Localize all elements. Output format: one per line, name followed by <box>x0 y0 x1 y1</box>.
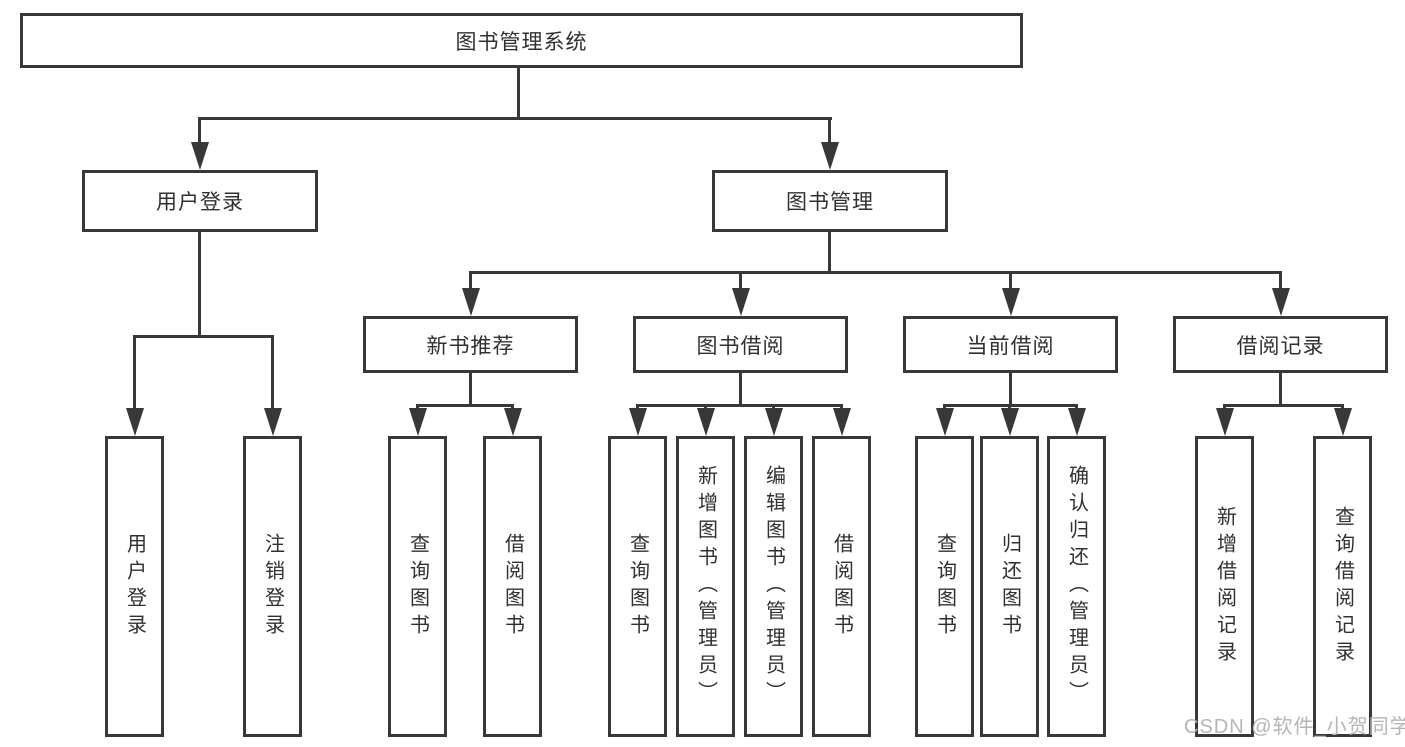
node-label: 查询图书 <box>626 532 649 641</box>
arrow-down-icon <box>191 142 209 170</box>
arrow-down-icon <box>126 408 144 436</box>
node-label: 借阅图书 <box>501 532 524 641</box>
node-library-management-system: 图书管理系统 <box>20 13 1023 68</box>
node-label: 查询图书 <box>406 532 429 641</box>
connector-line <box>133 335 274 338</box>
node-label: 查询借阅记录 <box>1331 505 1354 668</box>
node-label: 确认归还（管理员） <box>1065 465 1088 708</box>
connector-line <box>511 404 514 411</box>
node-logout: 注销登录 <box>243 436 302 737</box>
connector-line <box>1341 404 1344 411</box>
node-label: 新增图书（管理员） <box>694 465 717 708</box>
connector-line <box>271 335 274 410</box>
connector-line <box>704 404 707 411</box>
arrow-down-icon <box>833 408 851 436</box>
connector-line <box>1279 271 1282 291</box>
node-return-books: 归还图书 <box>980 436 1039 737</box>
arrow-down-icon <box>821 142 839 170</box>
node-label: 用户登录 <box>123 532 146 641</box>
node-label: 图书管理 <box>786 191 874 214</box>
arrow-down-icon <box>936 408 954 436</box>
arrow-down-icon <box>1002 288 1020 316</box>
connector-line <box>1008 404 1011 411</box>
arrow-down-icon <box>732 288 750 316</box>
node-label: 图书管理系统 <box>455 30 588 54</box>
node-book-borrowing: 图书借阅 <box>633 316 848 373</box>
arrow-down-icon <box>264 408 282 436</box>
connector-line <box>469 271 472 291</box>
connector-line <box>416 404 514 407</box>
node-label: 图书借阅 <box>696 334 785 358</box>
node-query-borrowing-record: 查询借阅记录 <box>1313 436 1372 737</box>
arrow-down-icon <box>1216 408 1234 436</box>
node-book-management: 图书管理 <box>712 170 948 232</box>
node-borrowing-records: 借阅记录 <box>1173 316 1388 373</box>
connector-line <box>943 404 946 411</box>
connector-line <box>828 232 831 274</box>
node-label: 注销登录 <box>261 532 284 641</box>
connector-line <box>828 117 831 144</box>
arrow-down-icon <box>462 288 480 316</box>
node-current-borrowing: 当前借阅 <box>903 316 1118 373</box>
connector-line <box>1009 373 1012 405</box>
node-query-books: 查询图书 <box>388 436 447 737</box>
node-label: 新书推荐 <box>426 334 515 358</box>
node-edit-books-admin: 编辑图书（管理员） <box>744 436 803 737</box>
connector-line <box>1075 404 1078 411</box>
node-label: 当前借阅 <box>966 334 1055 358</box>
arrow-down-icon <box>1068 408 1086 436</box>
connector-line <box>636 404 639 411</box>
node-confirm-return-admin: 确认归还（管理员） <box>1047 436 1106 737</box>
connector-line <box>1279 373 1282 405</box>
connector-line <box>739 373 742 405</box>
arrow-down-icon <box>697 408 715 436</box>
node-borrow-books: 借阅图书 <box>483 436 542 737</box>
node-user-login-group: 用户登录 <box>82 170 318 232</box>
node-add-books-admin: 新增图书（管理员） <box>676 436 735 737</box>
connector-line <box>517 68 520 120</box>
arrow-down-icon <box>1334 408 1352 436</box>
connector-line <box>198 232 201 338</box>
connector-line <box>772 404 775 411</box>
arrow-down-icon <box>629 408 647 436</box>
node-label: 借阅图书 <box>830 532 853 641</box>
node-label: 用户登录 <box>156 191 244 214</box>
arrow-down-icon <box>504 408 522 436</box>
connector-line <box>133 335 136 410</box>
node-label: 编辑图书（管理员） <box>762 465 785 708</box>
node-label: 新增借阅记录 <box>1213 505 1236 668</box>
connector-line <box>1223 404 1343 407</box>
connector-line <box>469 271 1282 274</box>
node-label: 归还图书 <box>998 532 1021 641</box>
node-label: 查询图书 <box>933 532 956 641</box>
connector-line <box>739 271 742 291</box>
node-user-login: 用户登录 <box>105 436 164 737</box>
connector-line <box>198 117 832 120</box>
connector-line <box>1223 404 1226 411</box>
node-new-book-recommendation: 新书推荐 <box>363 316 578 373</box>
node-query-books: 查询图书 <box>915 436 974 737</box>
node-query-books: 查询图书 <box>608 436 667 737</box>
arrow-down-icon <box>765 408 783 436</box>
connector-line <box>469 373 472 405</box>
connector-line <box>636 404 843 407</box>
connector-line <box>840 404 843 411</box>
node-add-borrowing-record: 新增借阅记录 <box>1195 436 1254 737</box>
node-borrow-books: 借阅图书 <box>812 436 871 737</box>
arrow-down-icon <box>1272 288 1290 316</box>
connector-line <box>416 404 419 411</box>
connector-line <box>198 117 201 144</box>
connector-line <box>1009 271 1012 291</box>
arrow-down-icon <box>409 408 427 436</box>
watermark-text: CSDN @软件_小贺同学 <box>1184 716 1405 738</box>
arrow-down-icon <box>1001 408 1019 436</box>
node-label: 借阅记录 <box>1236 334 1325 358</box>
